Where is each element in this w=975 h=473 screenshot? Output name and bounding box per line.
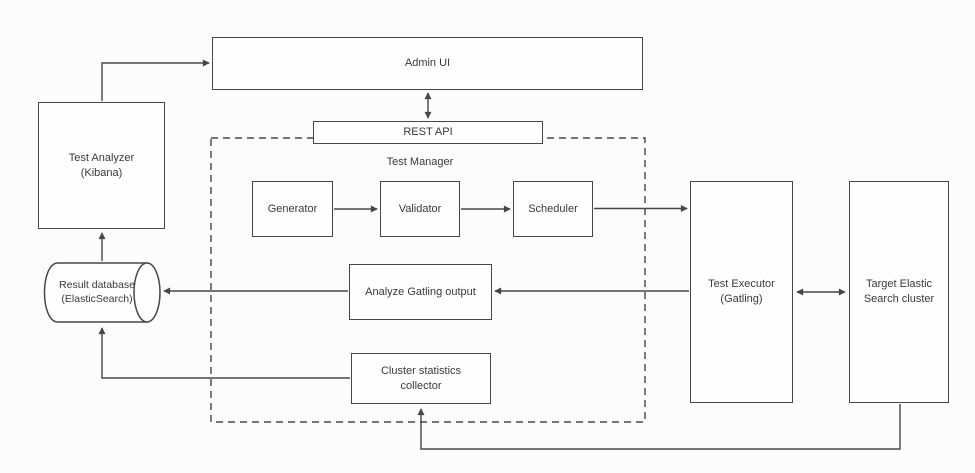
node-validator-label: Validator: [398, 202, 442, 215]
edge-targetcluster-to-clusterstats: [417, 404, 901, 450]
node-cluster-statistics-collector: Cluster statistics collector: [351, 353, 491, 404]
node-analyze-gatling-output-label: Analyze Gatling output: [365, 285, 476, 298]
node-scheduler-label: Scheduler: [528, 202, 578, 215]
test-manager-title: Test Manager: [355, 153, 485, 171]
node-generator-label: Generator: [267, 202, 318, 215]
node-target-elastic-search-cluster-label: Target Elastic Search cluster: [863, 278, 935, 305]
node-generator: Generator: [252, 181, 333, 237]
node-validator: Validator: [380, 181, 460, 237]
node-admin-ui-label: Admin UI: [404, 57, 451, 70]
edge-clusterstats-to-resultdb: [98, 327, 350, 379]
node-scheduler: Scheduler: [513, 181, 593, 237]
node-admin-ui: Admin UI: [212, 37, 643, 90]
result-database-cylinder: [43, 262, 161, 323]
node-result-database-label-overlay: Result database (ElasticSearch): [46, 266, 148, 319]
node-rest-api: REST API: [313, 121, 543, 144]
node-result-database-label: Result database (ElasticSearch): [59, 278, 135, 305]
node-cluster-statistics-collector-label: Cluster statistics collector: [380, 364, 462, 392]
node-target-elastic-search-cluster: Target Elastic Search cluster: [849, 181, 949, 403]
node-rest-api-label: REST API: [403, 126, 453, 139]
node-test-analyzer-label: Test Analyzer (Kibana): [68, 151, 135, 179]
node-test-analyzer: Test Analyzer (Kibana): [38, 102, 165, 229]
test-manager-title-label: Test Manager: [386, 155, 454, 168]
node-test-executor-label: Test Executor (Gatling): [708, 278, 775, 305]
node-analyze-gatling-output: Analyze Gatling output: [349, 264, 492, 320]
node-test-executor: Test Executor (Gatling): [690, 181, 793, 403]
edge-analyzer-to-adminui: [101, 59, 210, 101]
